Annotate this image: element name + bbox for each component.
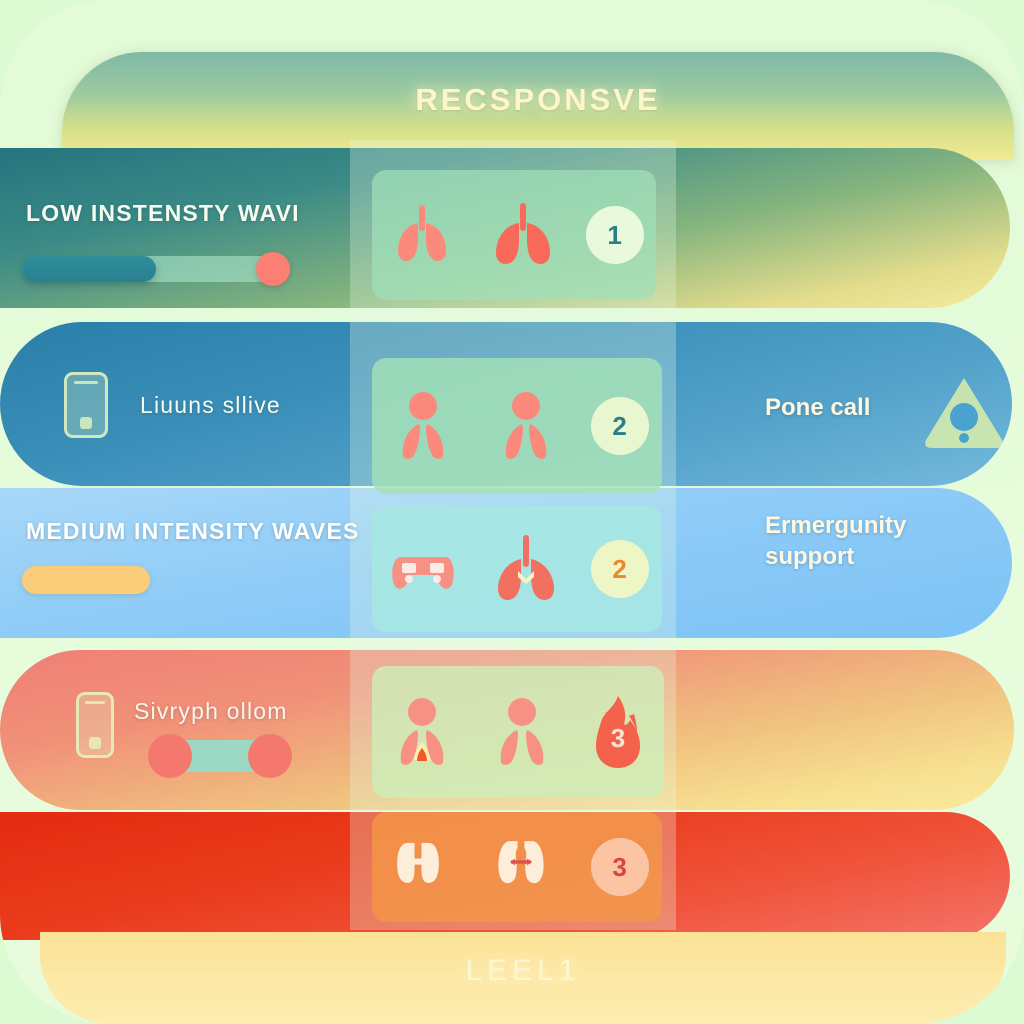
lungs-arrow-icon: [488, 829, 564, 905]
row2-right-label: Pone call: [765, 394, 871, 421]
alert-triangle-icon: [925, 378, 1003, 448]
level-badge-text: 3: [610, 723, 626, 753]
centre-card-row4: 3: [372, 666, 664, 798]
person-flame-icon: [384, 694, 460, 770]
lungs-outline-icon: [385, 829, 461, 905]
row3-level-pill[interactable]: [22, 566, 150, 594]
row3-label: MEDIUM INTENSITY WAVES: [26, 518, 360, 544]
phone-icon: [76, 692, 114, 758]
flame-level-badge: 3: [584, 694, 652, 770]
level-badge: 1: [585, 206, 644, 264]
person-lungs-icon: [385, 388, 461, 464]
footer-band: LEEL1: [40, 932, 1006, 1024]
slider-fill: [22, 256, 156, 282]
range-knob-left[interactable]: [148, 734, 192, 778]
person-lungs-icon: [484, 694, 560, 770]
person-lungs-icon: [488, 388, 564, 464]
lungs-icon: [488, 531, 564, 607]
centre-card-row5: 3: [372, 812, 662, 922]
level-badge: 2: [590, 540, 649, 598]
level-badge: 3: [590, 838, 649, 896]
phone-icon: [64, 372, 108, 438]
centre-card-row1: 1: [372, 170, 656, 300]
row2-label: Liuuns sllive: [140, 392, 281, 418]
centre-card-row3: 2: [372, 506, 662, 632]
row1-intensity-slider[interactable]: [22, 252, 290, 286]
gamepad-icon: [385, 531, 461, 607]
row4-label: Sivryph ollom: [134, 698, 288, 724]
row3-right-label: Ermergunity support: [765, 512, 907, 571]
lungs-icon: [485, 197, 561, 273]
header-band: RECSPONSVE: [62, 52, 1014, 160]
lungs-icon: [384, 197, 460, 273]
footer-title: LEEL1: [465, 954, 581, 987]
range-knob-right[interactable]: [248, 734, 292, 778]
page-title: RECSPONSVE: [415, 82, 661, 117]
level-badge: 2: [590, 397, 649, 455]
centre-card-row2: 2: [372, 358, 662, 494]
row1-label: LOW INSTENSTY WAVI: [26, 200, 300, 226]
row4-range-slider[interactable]: [148, 734, 292, 778]
slider-thumb[interactable]: [256, 252, 290, 286]
